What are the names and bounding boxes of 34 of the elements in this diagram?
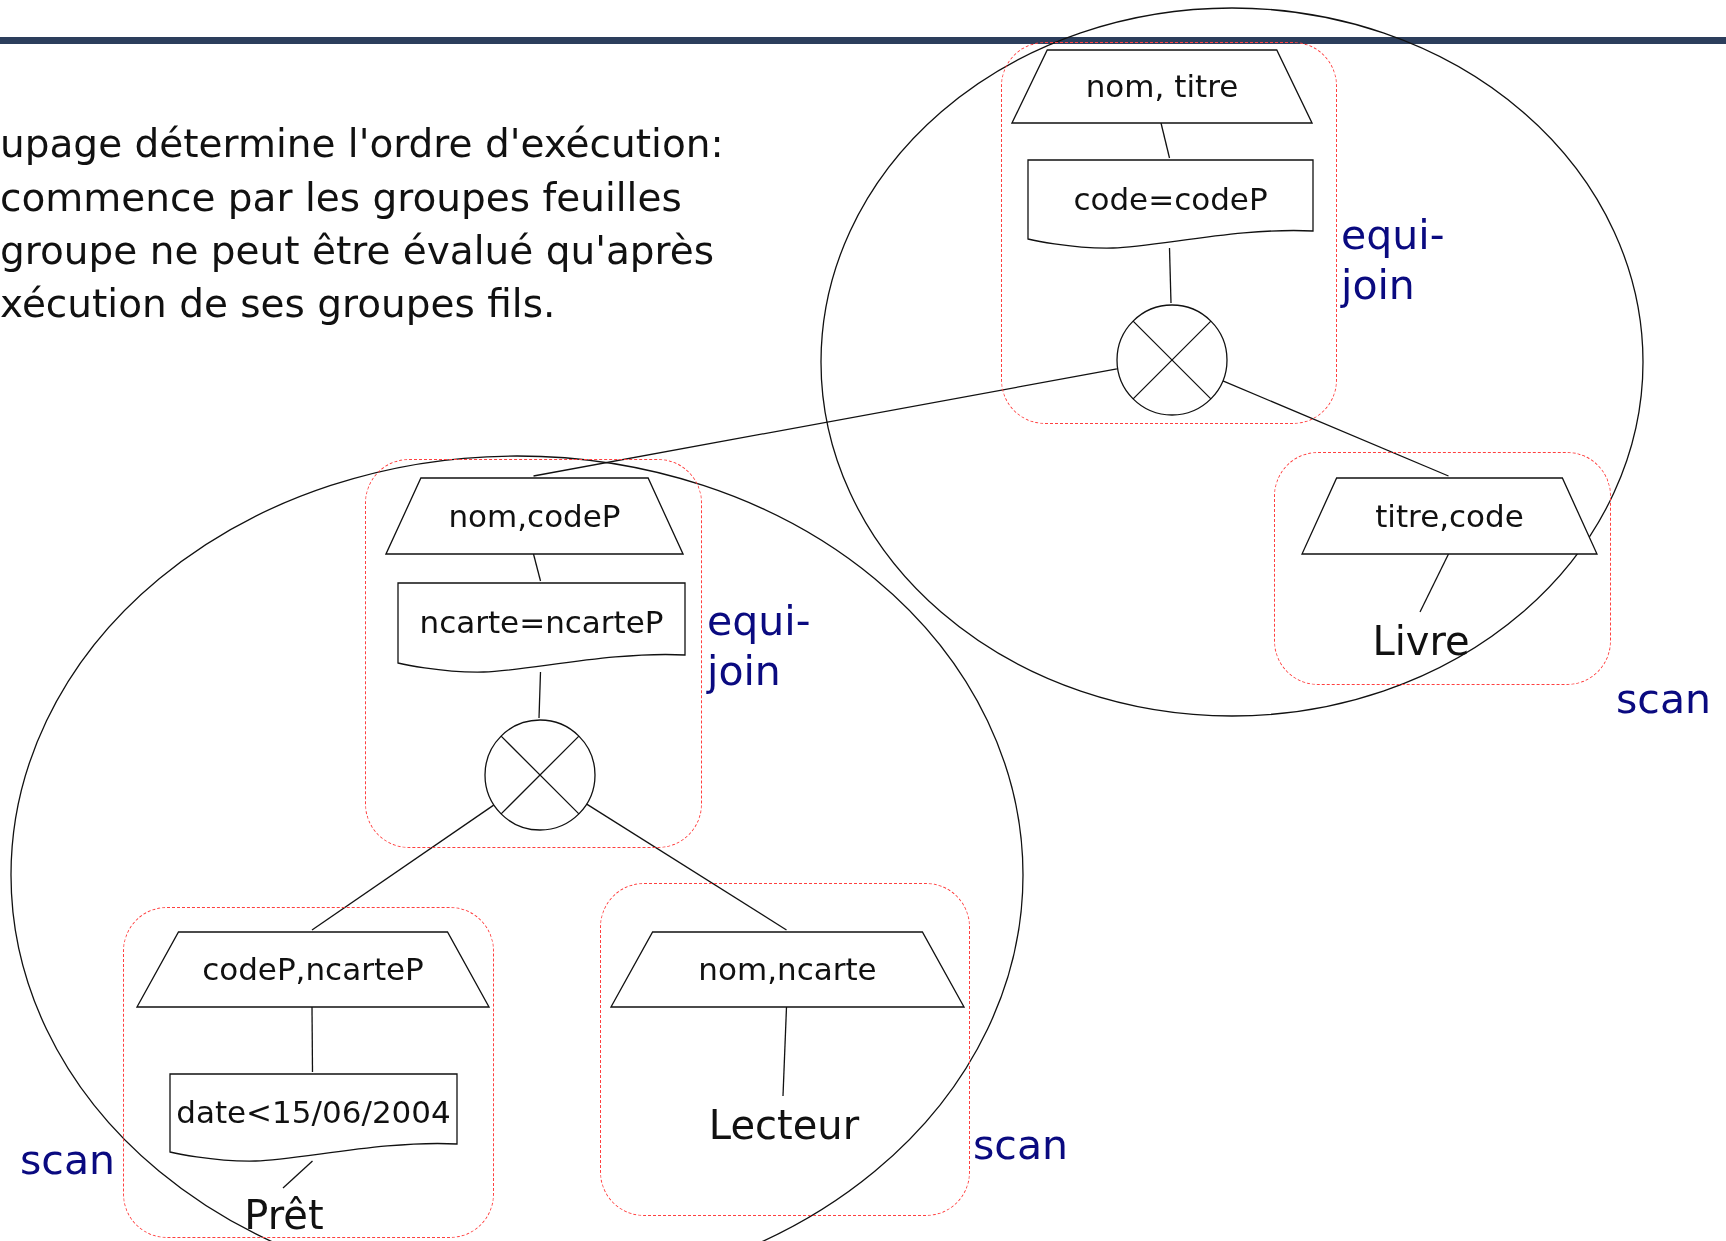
connector-line xyxy=(311,1006,314,1073)
connector-line xyxy=(1168,247,1172,304)
connector-line xyxy=(311,804,495,931)
paragraph-line: commence par les groupes feuilles xyxy=(0,177,682,217)
trapezoid-box: titre,code xyxy=(1301,477,1598,555)
trapezoid-box: nom, titre xyxy=(1011,49,1313,124)
group-label: scan xyxy=(973,1120,1069,1170)
group-label: equi- join xyxy=(1341,210,1446,311)
relation-name: Lecteur xyxy=(708,1103,860,1147)
paragraph-line: groupe ne peut être évalué qu'après xyxy=(0,230,715,270)
group-label: equi- join xyxy=(707,596,812,697)
connector-line xyxy=(1419,553,1450,613)
join-circle xyxy=(1116,304,1228,416)
paragraph-line: upage détermine l'ordre d'exécution: xyxy=(0,123,724,163)
connector-line xyxy=(1160,122,1171,159)
connector-line xyxy=(532,368,1118,477)
connector-line xyxy=(532,553,542,582)
trapezoid-box: nom,ncarte xyxy=(610,931,965,1008)
relation-name: Livre xyxy=(1372,619,1470,663)
group-label: scan xyxy=(20,1135,116,1185)
connector-line xyxy=(282,1160,314,1189)
group-outline xyxy=(1001,42,1337,424)
trapezoid-box: codeP,ncarteP xyxy=(136,931,490,1008)
group-outline xyxy=(365,459,702,848)
document-box: code=codeP xyxy=(1027,159,1314,249)
document-box: date<15/06/2004 xyxy=(169,1073,458,1162)
paragraph-line: xécution de ses groupes fils. xyxy=(0,283,556,323)
connector-line xyxy=(782,1006,788,1097)
connector-line xyxy=(538,671,542,719)
document-box: ncarte=ncarteP xyxy=(397,582,686,673)
join-circle xyxy=(484,719,596,831)
group-label: scan xyxy=(1616,674,1712,724)
trapezoid-box: nom,codeP xyxy=(385,477,684,555)
relation-name: Prêt xyxy=(244,1193,324,1237)
